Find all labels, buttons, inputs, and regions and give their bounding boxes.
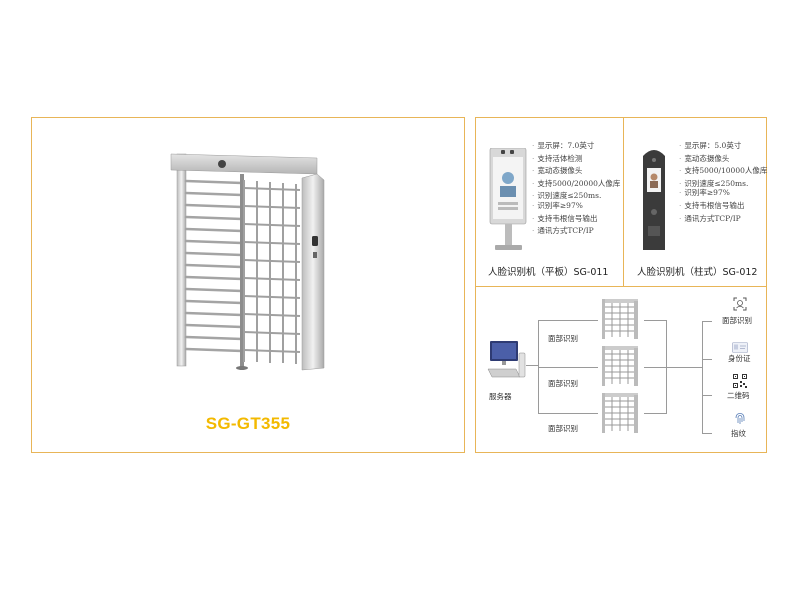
spec-item: 识别速度≤250ms.	[679, 178, 771, 191]
network-diagram: 服务器 面部识别 面部识别 面部识别	[476, 287, 766, 453]
connector-line	[702, 321, 712, 322]
turnstile-icon	[602, 346, 638, 386]
spec-item: 识别率≥97%	[679, 187, 771, 200]
pillar-device-image	[643, 150, 665, 250]
method-label-id-card: 身份证	[728, 354, 751, 363]
turnstile-icon	[602, 393, 638, 433]
id-card-icon	[732, 342, 748, 353]
server-label: 服务器	[489, 392, 512, 401]
connector-line	[702, 433, 712, 434]
spec-item: 支持韦根信号输出	[679, 200, 771, 213]
face-recognition-label: 面部识别	[548, 379, 578, 388]
spec-item: 显示屏：7.0英寸	[532, 140, 624, 153]
spec-item: 支持5000/10000人像库	[679, 165, 771, 178]
qr-code-icon	[733, 374, 747, 388]
turnstile-icon	[602, 299, 638, 339]
panel-divider-horizontal	[476, 286, 766, 287]
spec-item: 识别率≥97%	[532, 200, 624, 213]
connector-line	[526, 365, 538, 366]
product-model-label: SG-GT355	[205, 414, 291, 433]
method-label-face: 面部识别	[722, 316, 752, 325]
connector-line	[644, 320, 666, 321]
fingerprint-icon	[735, 413, 745, 424]
connector-line	[644, 413, 666, 414]
spec-item: 宽动态摄像头	[532, 165, 624, 178]
spec-item: 宽动态摄像头	[679, 153, 771, 166]
spec-item: 支持5000/20000人像库	[532, 178, 624, 191]
connector-line	[702, 359, 712, 360]
spec-item: 通讯方式TCP/IP	[532, 225, 624, 238]
face-recognition-label: 面部识别	[548, 424, 578, 433]
connector-line	[538, 367, 598, 368]
pillar-spec-list: 显示屏：5.0英寸 宽动态摄像头 支持5000/10000人像库 识别速度≤25…	[679, 140, 771, 225]
tablet-device-image	[489, 148, 527, 250]
connector-line	[538, 413, 598, 414]
spec-item: 通讯方式TCP/IP	[679, 213, 771, 226]
devices-panel: 显示屏：7.0英寸 支持活体检测 宽动态摄像头 支持5000/20000人像库 …	[475, 117, 767, 453]
method-label-qr-code: 二维码	[727, 391, 750, 400]
connector-line	[538, 320, 598, 321]
connector-line	[666, 367, 702, 368]
face-scan-icon	[733, 297, 747, 311]
connector-line	[702, 321, 703, 433]
spec-item: 显示屏：5.0英寸	[679, 140, 771, 153]
face-recognition-label: 面部识别	[548, 334, 578, 343]
spec-item: 识别速度≤250ms.	[532, 190, 624, 203]
server-computer-icon	[487, 341, 526, 378]
tablet-spec-list: 显示屏：7.0英寸 支持活体检测 宽动态摄像头 支持5000/20000人像库 …	[532, 140, 624, 238]
spec-item: 支持活体检测	[532, 153, 624, 166]
turnstile-image	[170, 153, 325, 371]
connector-line	[644, 367, 666, 368]
connector-line	[702, 395, 712, 396]
method-label-fingerprint: 指纹	[731, 429, 746, 438]
pillar-device-caption: 人脸识别机（柱式）SG-012	[637, 267, 758, 278]
tablet-device-caption: 人脸识别机（平板）SG-011	[488, 267, 609, 278]
spec-item: 支持韦根信号输出	[532, 213, 624, 226]
product-panel: SG-GT355	[31, 117, 465, 453]
